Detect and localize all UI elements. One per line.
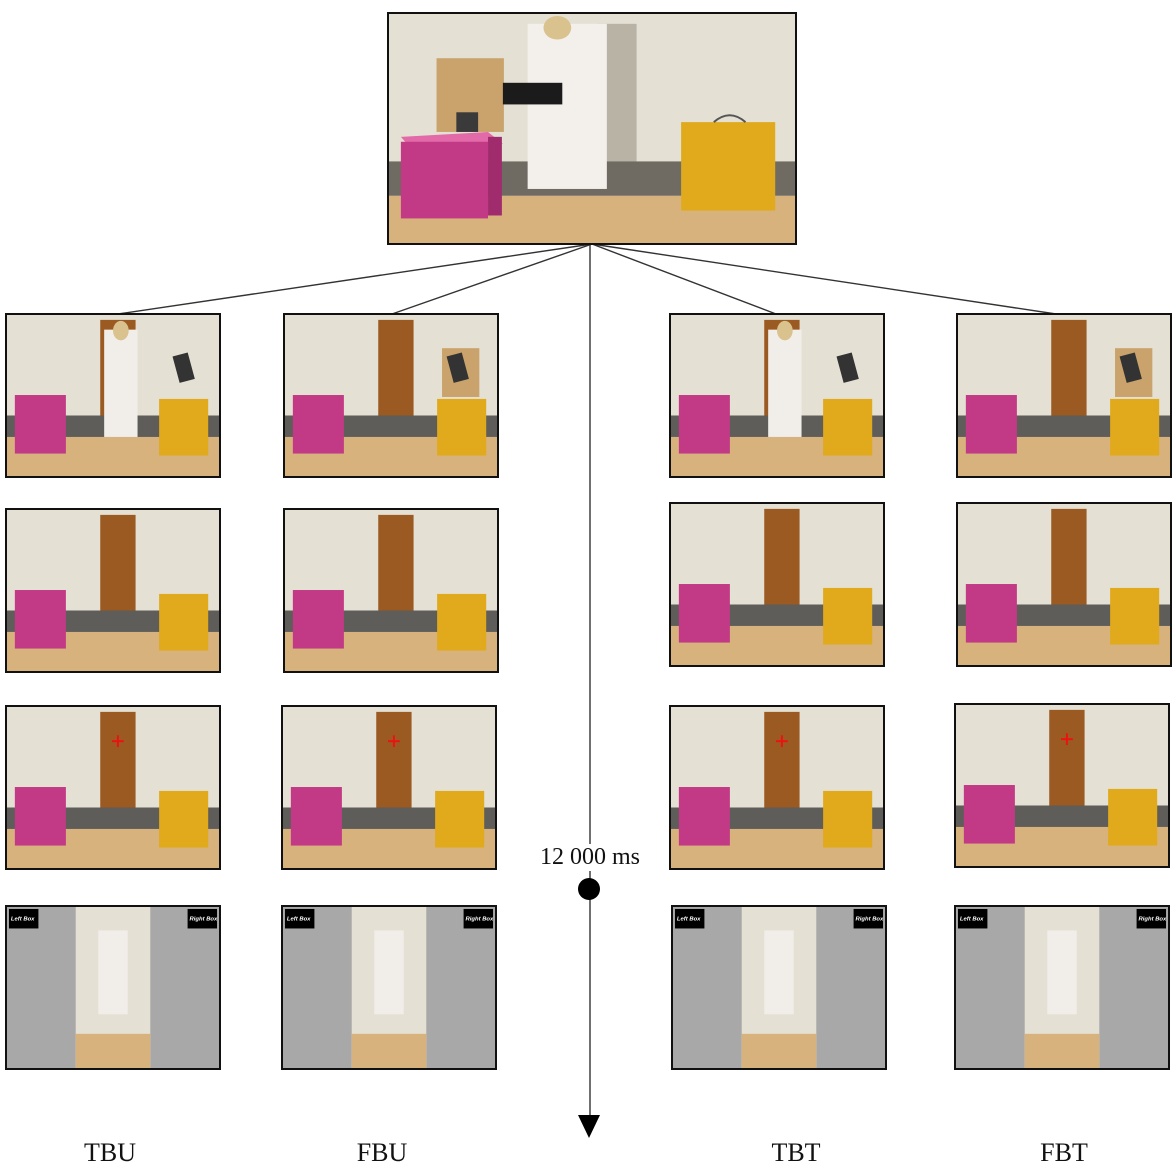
fixation-cross-icon [1061, 733, 1073, 746]
tbu-scene-2 [5, 508, 221, 673]
condition-label-fbu: FBU [356, 1138, 408, 1167]
left-box-tag: Left Box [287, 917, 311, 923]
left-box-tag: Left Box [960, 917, 984, 923]
tbu-scene-3 [5, 705, 221, 870]
tbu-scene-1 [5, 313, 221, 478]
tbu-response-screen: Left Box Right Box [5, 905, 221, 1070]
left-box-tag: Left Box [677, 917, 701, 923]
connector-tbt [591, 243, 777, 315]
tbt-scene-1 [669, 313, 885, 478]
duration-label: 12 000 ms [520, 844, 660, 871]
fbt-scene-3 [954, 703, 1170, 868]
fbu-scene-3 [281, 705, 497, 870]
fbu-response-screen: Left Box Right Box [281, 905, 497, 1070]
left-box-tag: Left Box [11, 917, 35, 923]
arrow-down-icon [578, 1115, 600, 1138]
connector-fbu [391, 243, 593, 315]
condition-label-tbt: TBT [771, 1138, 821, 1167]
demonstration-scene [387, 12, 797, 245]
condition-label-fbt: FBT [1040, 1138, 1088, 1167]
tbt-scene-3 [669, 705, 885, 870]
fixation-cross-icon [776, 735, 788, 748]
connector-tbu [117, 243, 593, 315]
fbu-scene-2 [283, 508, 499, 673]
fixation-cross-icon [388, 735, 400, 748]
connector-fbt [591, 243, 1057, 315]
right-box-tag: Right Box [466, 917, 494, 923]
right-box-tag: Right Box [856, 917, 884, 923]
fbt-scene-1 [956, 313, 1172, 478]
fixation-cross-icon [112, 735, 124, 748]
right-box-tag: Right Box [1139, 917, 1167, 923]
timeline-dot-icon [578, 878, 600, 900]
tbt-response-screen: Left Box Right Box [671, 905, 887, 1070]
right-box-tag: Right Box [190, 917, 218, 923]
tbt-scene-2 [669, 502, 885, 667]
fbt-response-screen: Left Box Right Box [954, 905, 1170, 1070]
fbt-scene-2 [956, 502, 1172, 667]
condition-label-tbu: TBU [84, 1138, 136, 1167]
fbu-scene-1 [283, 313, 499, 478]
